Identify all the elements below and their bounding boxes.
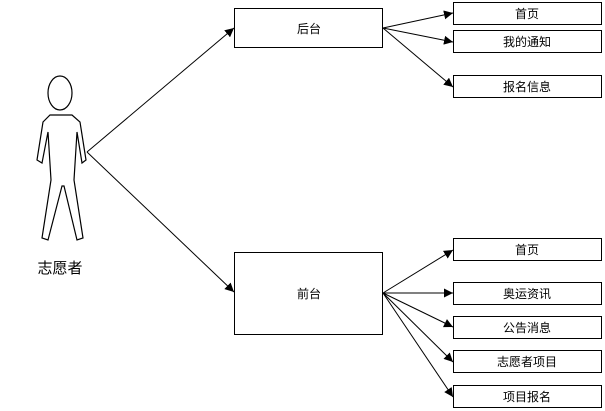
- svg-text:项目报名: 项目报名: [503, 389, 551, 404]
- svg-text:奥运资讯: 奥运资讯: [503, 287, 551, 301]
- actor-figure: [36, 75, 87, 241]
- svg-text:公告消息: 公告消息: [503, 320, 551, 335]
- frontend-item-announcements: 公告消息: [453, 316, 602, 339]
- frontend-item-olympic-news: 奥运资讯: [453, 282, 602, 305]
- backend-item-home: 首页: [453, 2, 602, 25]
- frontend-item-project-signup: 项目报名: [453, 385, 602, 408]
- edge-backend-2: [382, 27, 454, 88]
- svg-text:志愿者项目: 志愿者项目: [497, 355, 557, 369]
- actor-head: [47, 75, 73, 111]
- edge-frontend-2: [382, 292, 454, 328]
- svg-text:首页: 首页: [515, 243, 539, 257]
- frontend-item-home: 首页: [453, 238, 602, 261]
- actor-body: [36, 114, 87, 241]
- edge-frontend-0: [382, 249, 454, 294]
- frontend-item-volunteer-projects: 志愿者项目: [453, 350, 602, 373]
- svg-text:我的通知: 我的通知: [503, 34, 551, 49]
- actor-label: 志愿者: [37, 259, 82, 277]
- edge-backend-0: [382, 10, 454, 29]
- edge-frontend-4: [382, 292, 454, 398]
- backend-item-registration-info: 报名信息: [453, 75, 602, 98]
- edge-backend-1: [382, 27, 454, 45]
- backend-box: 后台: [234, 8, 383, 48]
- edge-actor-frontend: [86, 151, 235, 293]
- svg-text:报名信息: 报名信息: [503, 79, 551, 94]
- edge-actor-backend: [86, 27, 235, 153]
- backend-item-notifications: 我的通知: [453, 30, 602, 53]
- backend-label: 后台: [297, 21, 321, 36]
- frontend-box: 前台: [234, 252, 383, 335]
- frontend-label: 前台: [297, 286, 321, 301]
- svg-text:首页: 首页: [515, 7, 539, 21]
- edge-frontend-3: [382, 292, 454, 363]
